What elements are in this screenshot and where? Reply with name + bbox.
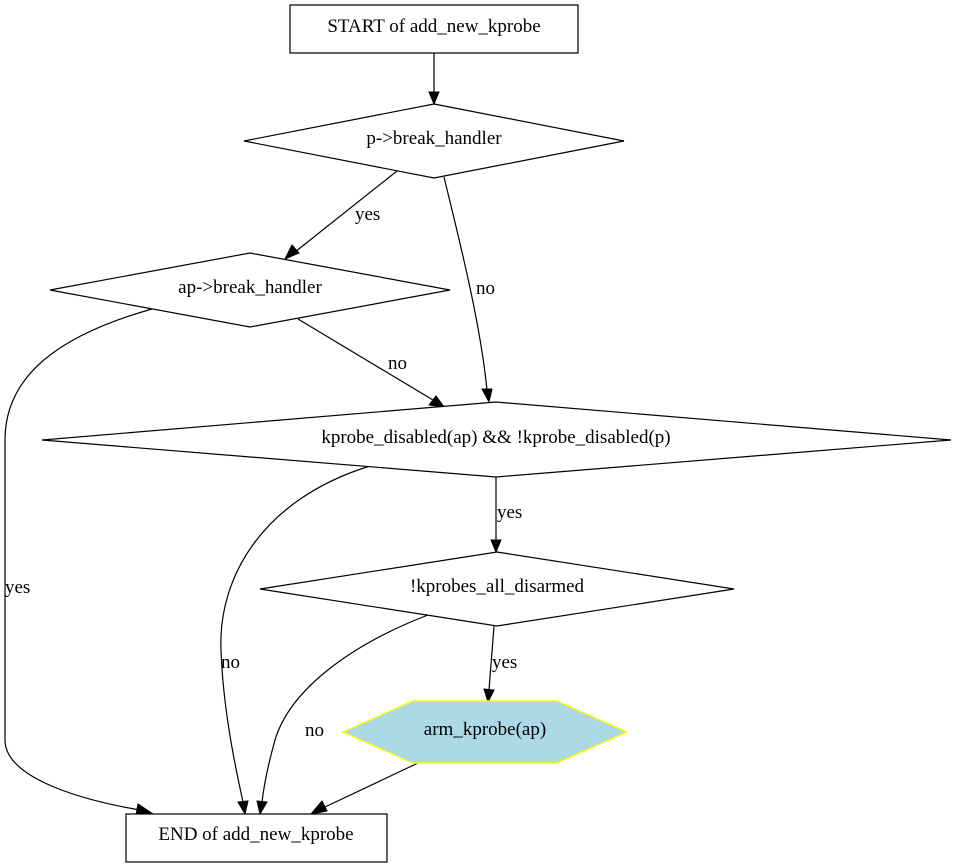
node-ap-break-label: ap->break_handler (178, 277, 322, 298)
edge-label-ap-yes: yes (5, 577, 30, 598)
edge-label-ap-no: no (388, 353, 407, 374)
edge-label-p-yes: yes (355, 204, 380, 225)
node-p-break-handler: p->break_handler (243, 103, 625, 179)
node-ap-break-handler: ap->break_handler (49, 252, 451, 328)
edge-p-break-to-ap-break (294, 170, 398, 253)
edge-arm-to-end (324, 762, 419, 808)
arrowhead (309, 800, 328, 815)
node-all-disarmed: !kprobes_all_disarmed (259, 551, 735, 627)
arrowhead (428, 395, 446, 408)
node-arm-kprobe-label: arm_kprobe(ap) (424, 719, 546, 740)
edge-p-break-to-disabled (443, 176, 488, 391)
node-end-label: END of add_new_kprobe (158, 824, 353, 845)
arrowhead (237, 800, 249, 816)
edge-label-dis-no: no (221, 652, 240, 673)
node-p-break-label: p->break_handler (366, 128, 502, 149)
edge-ap-break-to-end (4, 308, 153, 811)
arrowhead (135, 803, 155, 816)
edge-all-disarmed-to-end (261, 614, 429, 803)
edge-disabled-to-end (220, 465, 371, 803)
node-disabled-check-label: kprobe_disabled(ap) && !kprobe_disabled(… (321, 427, 670, 448)
edge-ap-break-to-disabled (297, 318, 434, 401)
arrowhead (283, 244, 300, 260)
node-start: START of add_new_kprobe (289, 4, 579, 54)
node-all-disarmed-label: !kprobes_all_disarmed (410, 576, 585, 597)
node-end: END of add_new_kprobe (125, 813, 388, 863)
arrowhead (490, 539, 502, 554)
node-disabled-check: kprobe_disabled(ap) && !kprobe_disabled(… (41, 401, 952, 478)
arrowhead (256, 800, 268, 816)
node-arm-kprobe: arm_kprobe(ap) (341, 700, 629, 764)
edge-all-disarmed-to-arm (488, 625, 495, 691)
arrowhead (483, 688, 495, 704)
edge-label-dis-yes: yes (497, 502, 522, 523)
edge-label-arm-no: no (305, 720, 324, 741)
arrowhead (481, 388, 493, 404)
node-start-label: START of add_new_kprobe (327, 16, 540, 37)
edge-label-p-no: no (476, 278, 495, 299)
edge-label-arm-yes: yes (492, 652, 517, 673)
arrowhead (428, 91, 440, 106)
